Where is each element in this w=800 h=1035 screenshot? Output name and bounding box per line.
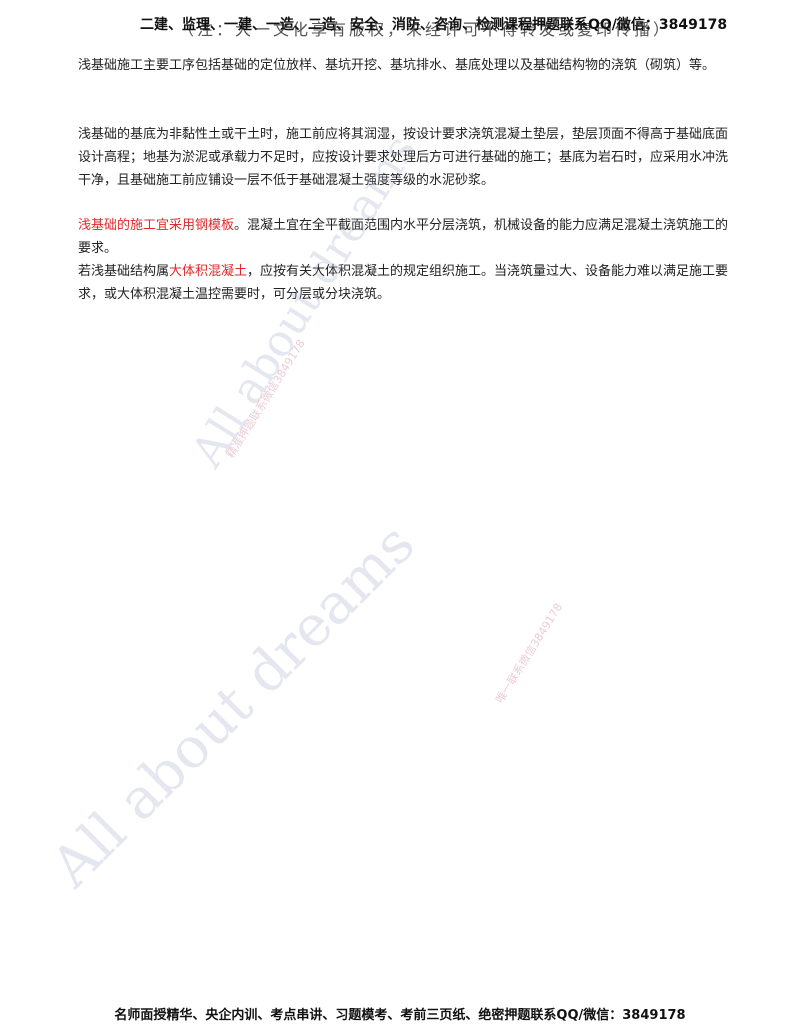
watermark-small-2: 唯一联系微信3849178 bbox=[493, 601, 566, 706]
watermark-small-1: 精准押题联系微信3849178 bbox=[224, 337, 308, 461]
highlight-mass-concrete: 大体积混凝土 bbox=[169, 264, 248, 279]
document-body: 浅基础施工主要工序包括基础的定位放样、基坑开挖、基坑排水、基底处理以及基础结构物… bbox=[78, 54, 734, 306]
paragraph-formwork-text: 。混凝土宜在全平截面范围内水平分层浇筑，机械设备的能力应满足混凝土浇筑施工的要求… bbox=[78, 218, 729, 256]
header: （注：大一文化享有版权，未经许可不得转发或复印传播） 二建、监理、一建、一造、二… bbox=[0, 14, 800, 39]
paragraph-formwork: 浅基础的施工宜采用钢模板。混凝土宜在全平截面范围内水平分层浇筑，机械设备的能力应… bbox=[78, 214, 734, 260]
copyright-notice: （注：大一文化享有版权，未经许可不得转发或复印传播） bbox=[178, 20, 673, 39]
paragraph-process: 浅基础施工主要工序包括基础的定位放样、基坑开挖、基坑排水、基底处理以及基础结构物… bbox=[78, 58, 716, 73]
watermark-large-2: All about dreams bbox=[39, 511, 428, 900]
paragraph-mass-concrete-intro: 若浅基础结构属 bbox=[78, 264, 170, 279]
header-promo: 二建、监理、一建、一造、二造、安全、消防、咨询、检测课程押题联系QQ/微信：38… bbox=[140, 17, 728, 33]
highlight-formwork: 浅基础的施工宜采用钢模板 bbox=[78, 218, 235, 233]
paragraph-base-treatment: 浅基础的基底为非黏性土或干土时，施工前应将其润湿，按设计要求浇筑混凝土垫层，垫层… bbox=[78, 127, 729, 188]
paragraph-mass-concrete-text: ，应按有关大体积混凝土的规定组织施工。当浇筑量过大、设备能力难以满足施工要求，或… bbox=[78, 264, 729, 302]
footer-promo: 名师面授精华、央企内训、考点串讲、习题模考、考前三页纸、绝密押题联系QQ/微信：… bbox=[114, 1008, 686, 1023]
paragraph-mass-concrete: 若浅基础结构属大体积混凝土，应按有关大体积混凝土的规定组织施工。当浇筑量过大、设… bbox=[78, 260, 734, 306]
